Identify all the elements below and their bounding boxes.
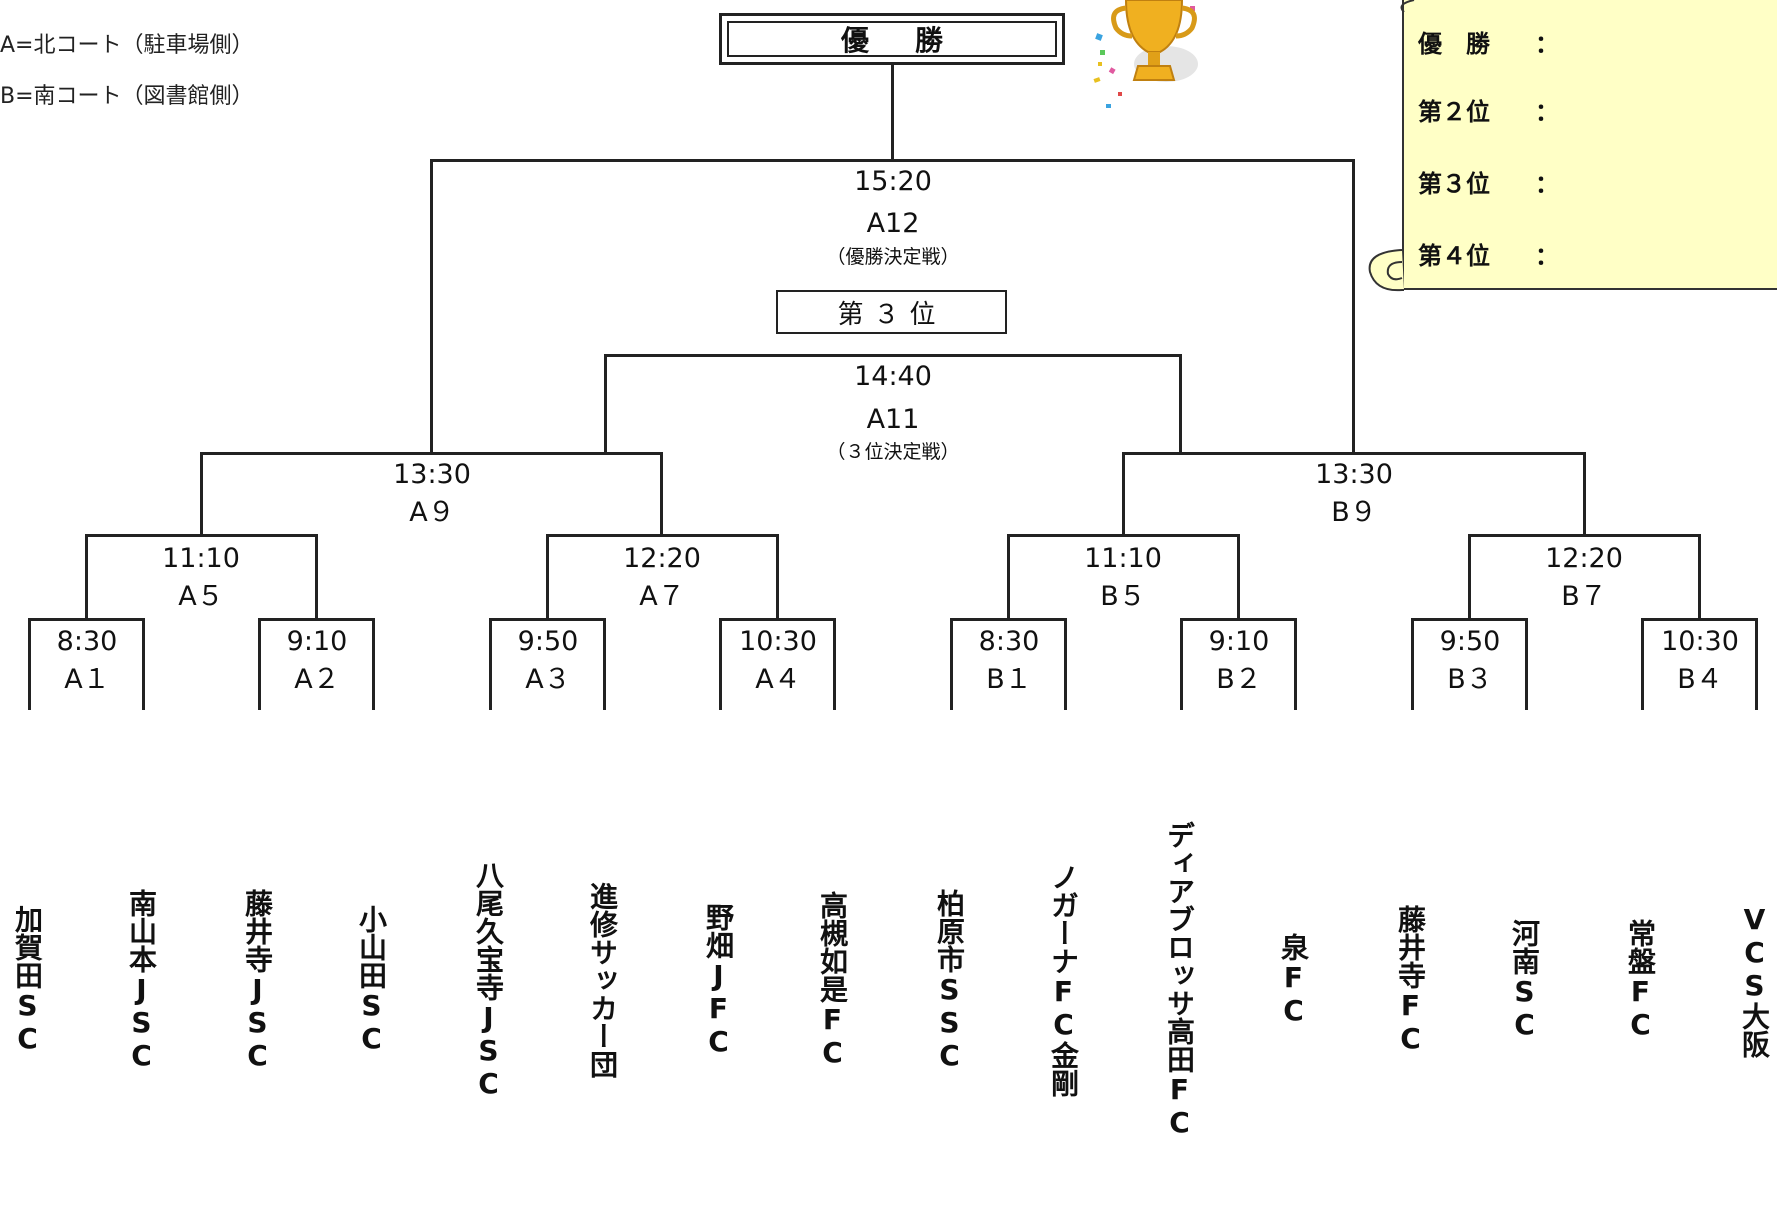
- team-name: ディアブロッサ高田FC: [1163, 821, 1196, 1139]
- match-time: 8:30: [978, 626, 1040, 657]
- team-name: 藤井寺FC: [1394, 905, 1427, 1055]
- team-name: ノガーナFC金剛: [1047, 863, 1080, 1097]
- semi-b-time: 13:30: [1315, 459, 1393, 490]
- legend-south-court: B=南コート（図書館側）: [0, 84, 254, 109]
- match-code: B３: [1447, 664, 1493, 695]
- quarter-time: 11:10: [1084, 543, 1162, 574]
- semi-a-code: A９: [409, 497, 455, 528]
- scroll-curl-icon: [1368, 0, 1415, 292]
- legend-north-court: A=北コート（駐車場側）: [0, 33, 254, 58]
- quarter-code: A７: [639, 581, 685, 612]
- team-name: 南山本JSC: [125, 888, 158, 1072]
- result-row-second: 第２位：: [1418, 98, 1559, 126]
- match-code: B４: [1677, 664, 1723, 695]
- team-name: 藤井寺JSC: [241, 888, 274, 1072]
- result-row-champion: 優 勝：: [1418, 30, 1559, 58]
- match-time: 10:30: [739, 626, 817, 657]
- team-name: 野畑JFC: [702, 902, 735, 1058]
- match-code: A１: [64, 664, 110, 695]
- match-time: 9:10: [1208, 626, 1270, 657]
- third-place-code: A11: [866, 404, 920, 435]
- final-time: 15:20: [854, 166, 932, 197]
- quarter-time: 12:20: [1545, 543, 1623, 574]
- quarter-code: B７: [1561, 581, 1607, 612]
- team-name: 柏原市SSC: [933, 888, 966, 1072]
- match-code: A３: [525, 664, 571, 695]
- quarter-time: 12:20: [623, 543, 701, 574]
- team-name: 高槻如是FC: [816, 891, 849, 1069]
- match-code: A４: [755, 664, 801, 695]
- quarter-time: 11:10: [162, 543, 240, 574]
- quarter-code: B５: [1100, 581, 1146, 612]
- results-panel: [1402, 0, 1777, 290]
- semi-a-time: 13:30: [393, 459, 471, 490]
- match-time: 9:10: [286, 626, 348, 657]
- team-name: 進修サッカー団: [586, 882, 619, 1078]
- third-place-note: （３位決定戦）: [826, 441, 960, 463]
- team-name: 泉FC: [1277, 933, 1310, 1027]
- match-code: B１: [986, 664, 1032, 695]
- semi-b-code: B９: [1331, 497, 1377, 528]
- quarter-code: A５: [178, 581, 224, 612]
- team-name: 小山田SC: [355, 905, 388, 1055]
- match-time: 9:50: [1439, 626, 1501, 657]
- match-time: 10:30: [1661, 626, 1739, 657]
- result-row-third: 第３位：: [1418, 170, 1559, 198]
- trophy-icon: [1093, 0, 1198, 108]
- team-name: 常盤FC: [1624, 919, 1657, 1041]
- team-name: 河南SC: [1508, 919, 1541, 1041]
- final-note: （優勝決定戦）: [826, 246, 960, 268]
- third-place-time: 14:40: [854, 361, 932, 392]
- match-code: A２: [294, 664, 340, 695]
- match-time: 9:50: [517, 626, 579, 657]
- team-name: 加賀田SC: [11, 905, 44, 1055]
- champion-box: 優勝: [719, 13, 1065, 65]
- match-time: 8:30: [56, 626, 118, 657]
- match-code: B２: [1216, 664, 1262, 695]
- final-code: A12: [866, 208, 920, 239]
- champion-label: 優勝: [840, 24, 989, 57]
- team-name: VCS大阪: [1738, 902, 1771, 1058]
- result-row-fourth: 第４位：: [1418, 242, 1559, 270]
- third-place-box: 第３位: [776, 290, 1007, 334]
- team-name: 八尾久宝寺JSC: [472, 860, 505, 1100]
